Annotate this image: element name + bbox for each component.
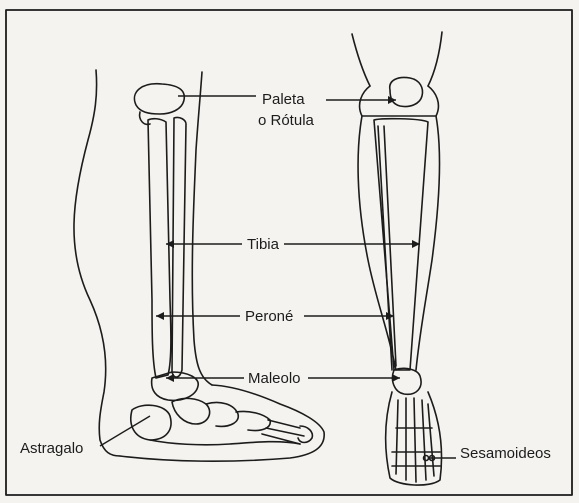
front-femur <box>352 34 370 86</box>
sesamoid-bone <box>424 456 429 461</box>
label-sesamoideos: Sesamoideos <box>460 445 551 463</box>
side-tibia <box>148 119 171 378</box>
arrowhead-perone-left <box>156 312 164 320</box>
side-patella <box>134 84 184 114</box>
label-paleta-line2: o Rótula <box>258 112 314 130</box>
side-leg-front-outline <box>192 72 212 385</box>
side-fibula <box>172 117 186 377</box>
label-tibia: Tibia <box>247 236 279 254</box>
arrowhead-maleolo-right <box>392 374 400 382</box>
front-ankle <box>392 368 421 394</box>
side-foot-outline <box>120 385 324 461</box>
side-heel <box>131 405 171 440</box>
label-maleolo: Maleolo <box>248 370 301 388</box>
label-astragalo: Astragalo <box>20 440 83 458</box>
side-leg-back-outline <box>74 70 120 456</box>
arrowhead-tibia-left <box>166 240 174 248</box>
front-patella <box>390 78 423 107</box>
pointer-astragalo <box>100 416 150 446</box>
frame-border <box>6 10 572 495</box>
label-paleta-line1: Paleta <box>262 91 305 109</box>
label-perone: Peroné <box>245 308 293 326</box>
